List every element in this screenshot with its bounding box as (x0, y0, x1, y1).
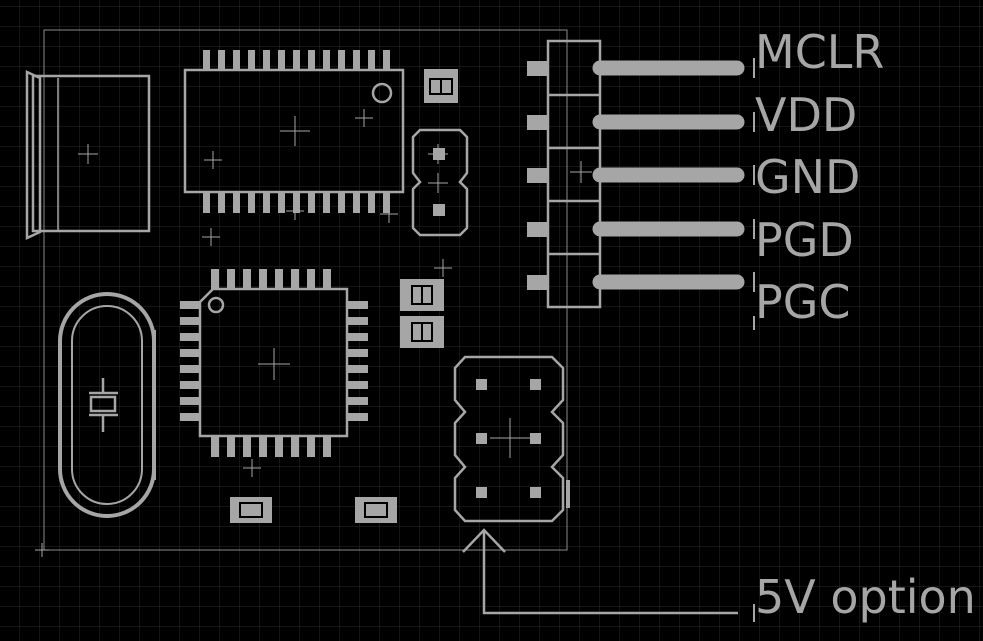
crystal-component-top (25, 70, 151, 240)
hc49-crystal (58, 292, 156, 518)
pin-label-mclr: MCLR (755, 25, 884, 79)
pin-label-pgd: PGD (755, 213, 854, 267)
pad-details (239, 78, 453, 518)
pin-label-pgc: PGC (755, 275, 851, 329)
led-markers (250, 506, 383, 514)
pin-label-gnd: GND (755, 150, 860, 204)
header-pins (592, 60, 745, 290)
jumper-label-5v-option: 5V option (755, 570, 976, 624)
crystal-symbol-icon (89, 378, 118, 432)
pin-label-vdd: VDD (755, 88, 857, 142)
board-outline (43, 29, 568, 551)
5v-option-pointer (462, 528, 738, 615)
jumper-5v-option (453, 355, 570, 523)
small-jumper-header (411, 128, 469, 237)
